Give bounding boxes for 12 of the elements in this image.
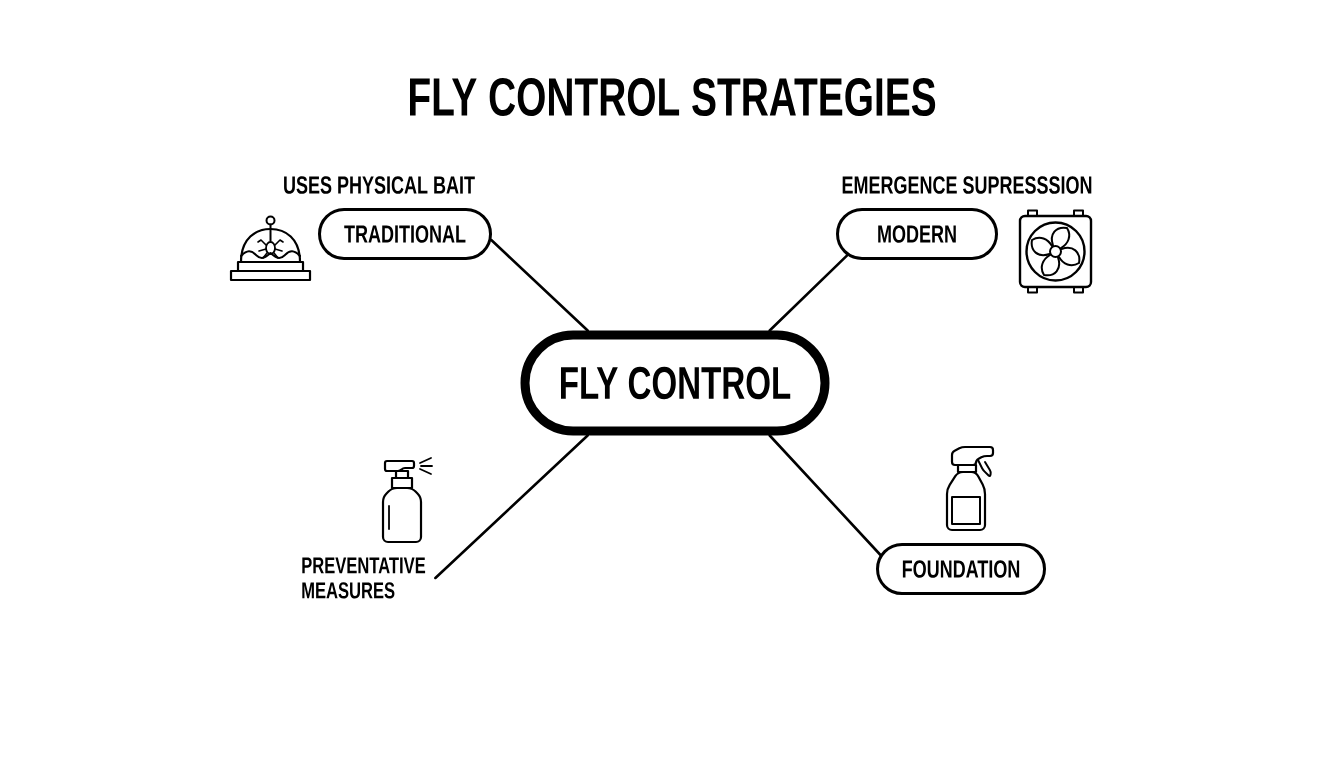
connector-line — [490, 238, 589, 332]
connector-line — [768, 434, 882, 557]
branch-pill: MODERN — [836, 208, 998, 260]
branch-pill: TRADITIONAL — [318, 208, 492, 260]
branch-label: PREVENTATIVE MEASURES — [302, 557, 426, 599]
caption-text: EMERGENCE SUPRESSSION — [842, 176, 1092, 194]
caption-text: USES PHYSICAL BAIT — [284, 176, 475, 194]
branch-pill: FOUNDATION — [876, 543, 1046, 595]
central-topic-box: FLY CONTROL — [520, 330, 830, 436]
connector-line — [768, 254, 849, 332]
title: FLY CONTROL STRATEGIES — [410, 77, 936, 117]
connector-line — [434, 434, 589, 580]
